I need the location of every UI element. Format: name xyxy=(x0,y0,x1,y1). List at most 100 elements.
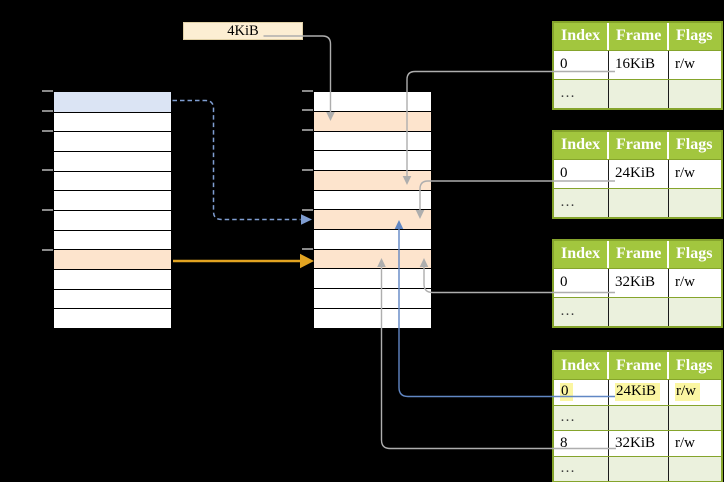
page-table-row: … xyxy=(554,296,721,326)
address-tick xyxy=(42,129,53,132)
page-table-cell: 24KiB xyxy=(609,159,669,188)
page-table-row: … xyxy=(554,404,721,431)
page-table-cell xyxy=(609,405,669,430)
memory-cell-white xyxy=(54,229,171,250)
page-table-cell: … xyxy=(554,297,609,326)
page-table-header-cell: Index xyxy=(554,352,609,379)
address-tick xyxy=(42,248,53,251)
page-table-header-cell: Flags xyxy=(676,245,713,262)
memory-cell-white xyxy=(314,189,431,210)
page-table-cell: … xyxy=(554,188,609,217)
address-tick xyxy=(42,169,53,172)
page-table-header-cell: Frame xyxy=(609,131,669,159)
page-table-row: … xyxy=(554,187,721,217)
page-table-row: … xyxy=(554,455,721,481)
address-tick xyxy=(42,90,53,92)
page-table-cell xyxy=(609,188,669,217)
page-table-cell xyxy=(669,189,721,217)
memory-cell-white xyxy=(314,130,431,151)
page-table-header-cell: Flags xyxy=(676,356,713,374)
page-table-cell: 32KiB xyxy=(609,431,669,456)
page-table-cell: r/w xyxy=(669,380,721,405)
page-table-header-cell: Flags xyxy=(676,27,713,44)
memory-cell-white xyxy=(314,307,431,328)
page-table-cell: 8 xyxy=(554,431,609,456)
page-table-cell xyxy=(609,79,669,108)
memory-cell-white xyxy=(54,190,171,210)
memory-cell-white xyxy=(314,268,431,289)
memory-cell-white xyxy=(314,91,431,112)
address-tick xyxy=(302,208,313,211)
page-table-cell: 0 xyxy=(554,268,609,297)
memory-cell-blue xyxy=(54,92,171,112)
page-table-cell: r/w xyxy=(675,434,695,451)
memory-cell-peach xyxy=(314,111,431,131)
memory-cell-white xyxy=(314,288,431,308)
memory-cell-peach xyxy=(54,249,171,269)
highlighted-value: 0 xyxy=(560,383,573,402)
arrowhead-virtual-to-physical-dashed xyxy=(301,214,312,225)
memory-cell-white xyxy=(54,150,171,171)
address-tick xyxy=(302,89,313,92)
page-table-cell xyxy=(609,456,669,481)
page-table-header-cell: Index xyxy=(554,22,609,50)
address-tick xyxy=(42,209,53,211)
arrow-virtual-to-physical-dashed xyxy=(172,99,301,221)
memory-cell-white xyxy=(54,308,171,328)
page-table-header-cell: Flags xyxy=(676,136,713,153)
memory-cell-white xyxy=(314,229,431,249)
page-table-cell: 32KiB xyxy=(609,268,669,297)
memory-cell-white xyxy=(54,268,171,289)
page-table-cell: r/w xyxy=(675,165,695,181)
page-table-cell xyxy=(669,406,721,431)
page-table-cell: 0 xyxy=(554,159,609,188)
page-table-header-cell: Frame xyxy=(609,22,669,50)
address-tick xyxy=(302,168,313,171)
page-table-cell: 0 xyxy=(554,380,609,405)
page-table-header-cell: Index xyxy=(554,240,609,268)
page-size-label: 4KiB xyxy=(183,22,303,40)
page-table-cell xyxy=(669,298,721,326)
memory-cell-white xyxy=(314,150,431,171)
highlighted-value: 24KiB xyxy=(615,383,661,402)
page-table-cell: … xyxy=(554,405,609,430)
page-table-cell: r/w xyxy=(675,274,695,290)
page-table-cell xyxy=(669,80,721,108)
page-size-label-text: 4KiB xyxy=(227,22,259,39)
memory-cell-peach xyxy=(314,248,431,269)
page-table-row: … xyxy=(554,78,721,108)
highlighted-value: r/w xyxy=(675,383,700,402)
page-table-cell: … xyxy=(554,456,609,481)
memory-cell-white xyxy=(54,111,171,132)
address-tick xyxy=(42,109,53,112)
arrowhead-virtual-to-physical-orange xyxy=(300,253,314,269)
address-tick xyxy=(302,129,313,132)
memory-cell-white xyxy=(54,209,171,230)
page-table-cell: 24KiB xyxy=(609,380,669,405)
page-table-cell: r/w xyxy=(675,56,695,72)
page-table-cell: … xyxy=(554,79,609,108)
page-table-row: 0 24KiB r/w xyxy=(554,379,721,405)
memory-cell-white xyxy=(54,288,171,309)
address-tick xyxy=(302,109,313,112)
page-table-header-cell: Frame xyxy=(609,352,669,379)
virtual-memory-column xyxy=(53,91,172,329)
page-table-header-cell: Frame xyxy=(609,240,669,268)
memory-cell-peach xyxy=(314,209,431,230)
memory-cell-white xyxy=(54,170,171,191)
page-table-cell: 16KiB xyxy=(609,50,669,79)
page-table-cell: 0 xyxy=(554,50,609,79)
